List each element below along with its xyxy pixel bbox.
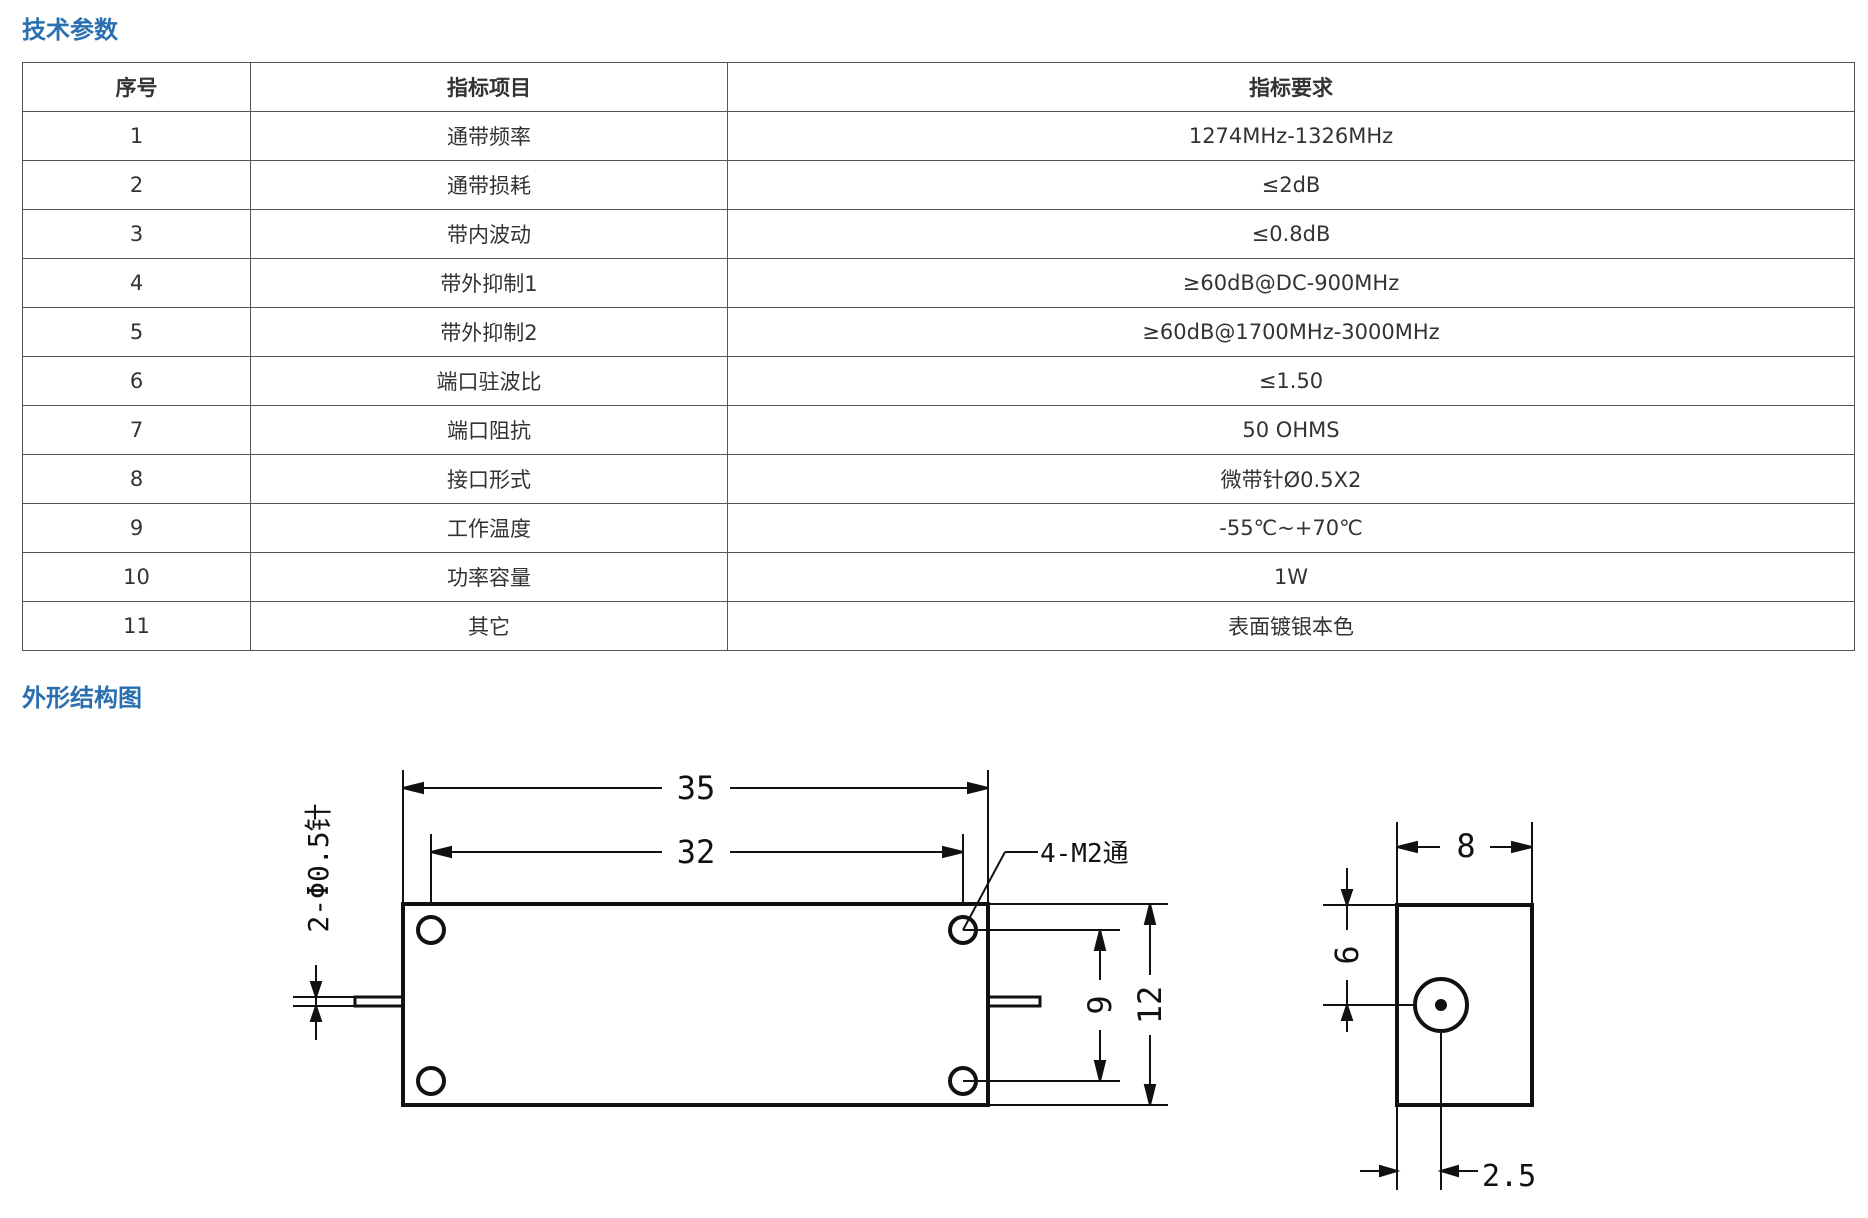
cell-index: 1 xyxy=(22,111,251,161)
cell-index: 3 xyxy=(22,209,251,259)
cell-item: 功率容量 xyxy=(250,552,728,602)
cell-requirement: 表面镀银本色 xyxy=(727,601,1855,651)
cell-index: 2 xyxy=(22,160,251,210)
table-header-row: 序号 指标项目 指标要求 xyxy=(22,62,1855,112)
side-view-body xyxy=(1395,903,1534,1107)
label-dim-32: 32 xyxy=(677,833,716,871)
cell-requirement: 微带针Ø0.5X2 xyxy=(727,454,1855,504)
label-dim-12: 12 xyxy=(1131,986,1169,1025)
cell-requirement: -55℃~+70℃ xyxy=(727,503,1855,553)
front-view-body xyxy=(401,902,990,1107)
cell-requirement: 50 OHMS xyxy=(727,405,1855,455)
dimension-2-5 xyxy=(1360,1031,1478,1190)
cell-item: 通带频率 xyxy=(250,111,728,161)
header-requirement: 指标要求 xyxy=(727,62,1855,112)
label-pin-spec: 2-Φ0.5针 xyxy=(302,803,335,932)
cell-requirement: ≤0.8dB xyxy=(727,209,1855,259)
cell-index: 5 xyxy=(22,307,251,357)
mounting-hole-top-left xyxy=(416,915,446,945)
cell-item: 带外抑制2 xyxy=(250,307,728,357)
pin-left xyxy=(353,995,405,1008)
dimension-32 xyxy=(430,834,964,904)
pin-right xyxy=(986,995,1042,1008)
cell-requirement: ≤1.50 xyxy=(727,356,1855,406)
dimension-6 xyxy=(1323,868,1415,1032)
label-dim-8: 8 xyxy=(1456,827,1475,865)
cell-item: 接口形式 xyxy=(250,454,728,504)
label-dim-6: 6 xyxy=(1328,945,1366,964)
section-title-technical-parameters: 技术参数 xyxy=(22,16,118,44)
cell-requirement: ≥60dB@DC-900MHz xyxy=(727,258,1855,308)
cell-item: 工作温度 xyxy=(250,503,728,553)
cell-item: 端口驻波比 xyxy=(250,356,728,406)
cell-item: 带内波动 xyxy=(250,209,728,259)
cell-index: 9 xyxy=(22,503,251,553)
dimension-9 xyxy=(963,929,1120,1082)
dimension-12 xyxy=(988,903,1168,1106)
cell-item: 端口阻抗 xyxy=(250,405,728,455)
cell-index: 4 xyxy=(22,258,251,308)
header-index: 序号 xyxy=(22,62,251,112)
cell-index: 11 xyxy=(22,601,251,651)
cell-requirement: ≤2dB xyxy=(727,160,1855,210)
cell-index: 7 xyxy=(22,405,251,455)
label-dim-35: 35 xyxy=(677,769,716,807)
cell-item: 通带损耗 xyxy=(250,160,728,210)
outline-drawing: 35 32 4-M2通 8 2.5 9 12 6 2-Φ0.5针 xyxy=(293,769,1536,1194)
cell-index: 6 xyxy=(22,356,251,406)
dimension-8 xyxy=(1396,822,1533,905)
pin-diameter-dimension xyxy=(293,965,355,1040)
label-hole-spec: 4-M2通 xyxy=(1040,839,1129,869)
section-title-outline-drawing: 外形结构图 xyxy=(22,684,142,712)
cell-item: 其它 xyxy=(250,601,728,651)
mounting-hole-bottom-left xyxy=(416,1066,446,1096)
cell-requirement: 1274MHz-1326MHz xyxy=(727,111,1855,161)
cell-requirement: 1W xyxy=(727,552,1855,602)
label-dim-2-5: 2.5 xyxy=(1482,1159,1536,1194)
cell-index: 10 xyxy=(22,552,251,602)
header-item: 指标项目 xyxy=(250,62,728,112)
hole-leader xyxy=(962,851,1038,931)
cell-index: 8 xyxy=(22,454,251,504)
cell-requirement: ≥60dB@1700MHz-3000MHz xyxy=(727,307,1855,357)
connector-pin xyxy=(1435,999,1447,1011)
cell-item: 带外抑制1 xyxy=(250,258,728,308)
label-dim-9: 9 xyxy=(1081,995,1119,1014)
